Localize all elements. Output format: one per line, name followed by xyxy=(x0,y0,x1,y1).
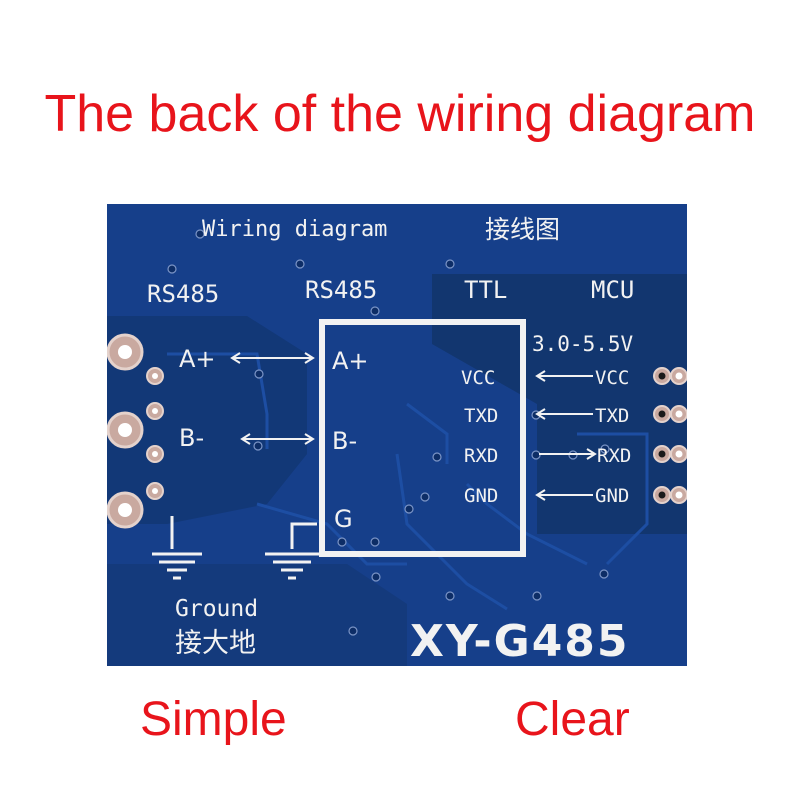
ttl-pin-txd: TXD xyxy=(464,405,498,427)
left-label-a: A+ xyxy=(179,345,216,373)
mcu-pin-gnd: GND xyxy=(595,485,629,507)
label-mcu: MCU xyxy=(591,276,634,304)
left-terminal-pads xyxy=(107,333,164,529)
module-outline xyxy=(319,319,526,557)
double-arrow-icons xyxy=(230,352,315,445)
model-name: XY-G485 xyxy=(410,616,630,666)
ttl-pin-vcc: VCC xyxy=(461,367,495,389)
headline-title: The back of the wiring diagram xyxy=(44,85,756,143)
pcb-copper-pour-right xyxy=(432,274,687,534)
label-rs485-left: RS485 xyxy=(147,280,219,308)
box-label-b: B- xyxy=(332,427,357,455)
label-rs485-right: RS485 xyxy=(305,276,377,304)
ttl-pin-gnd: GND xyxy=(464,485,498,507)
mcu-pin-vcc: VCC xyxy=(595,367,629,389)
footer-word-simple: Simple xyxy=(140,693,287,746)
ground-icons xyxy=(152,516,319,580)
pcb-traces xyxy=(167,352,649,611)
box-label-a: A+ xyxy=(332,347,369,375)
pcb-board-image: Wiring diagram 接线图 RS485 RS485 TTL MCU 3… xyxy=(107,204,687,666)
label-ttl: TTL xyxy=(464,276,507,304)
right-header-pins xyxy=(653,367,687,504)
label-voltage: 3.0-5.5V xyxy=(532,332,634,356)
box-label-g: G xyxy=(334,505,353,533)
pcb-copper-pour-bottom xyxy=(107,564,407,666)
pin-arrow-icons xyxy=(535,370,597,501)
mcu-pin-rxd: RXD xyxy=(597,445,631,467)
board-title-english: Wiring diagram xyxy=(202,217,387,242)
left-label-b: B- xyxy=(179,424,204,452)
ttl-pin-rxd: RXD xyxy=(464,445,498,467)
mcu-pin-txd: TXD xyxy=(595,405,629,427)
ground-label-english: Ground xyxy=(175,596,258,622)
board-title-chinese: 接线图 xyxy=(485,215,560,244)
footer-word-clear: Clear xyxy=(515,693,630,746)
ground-label-chinese: 接大地 xyxy=(175,628,256,659)
